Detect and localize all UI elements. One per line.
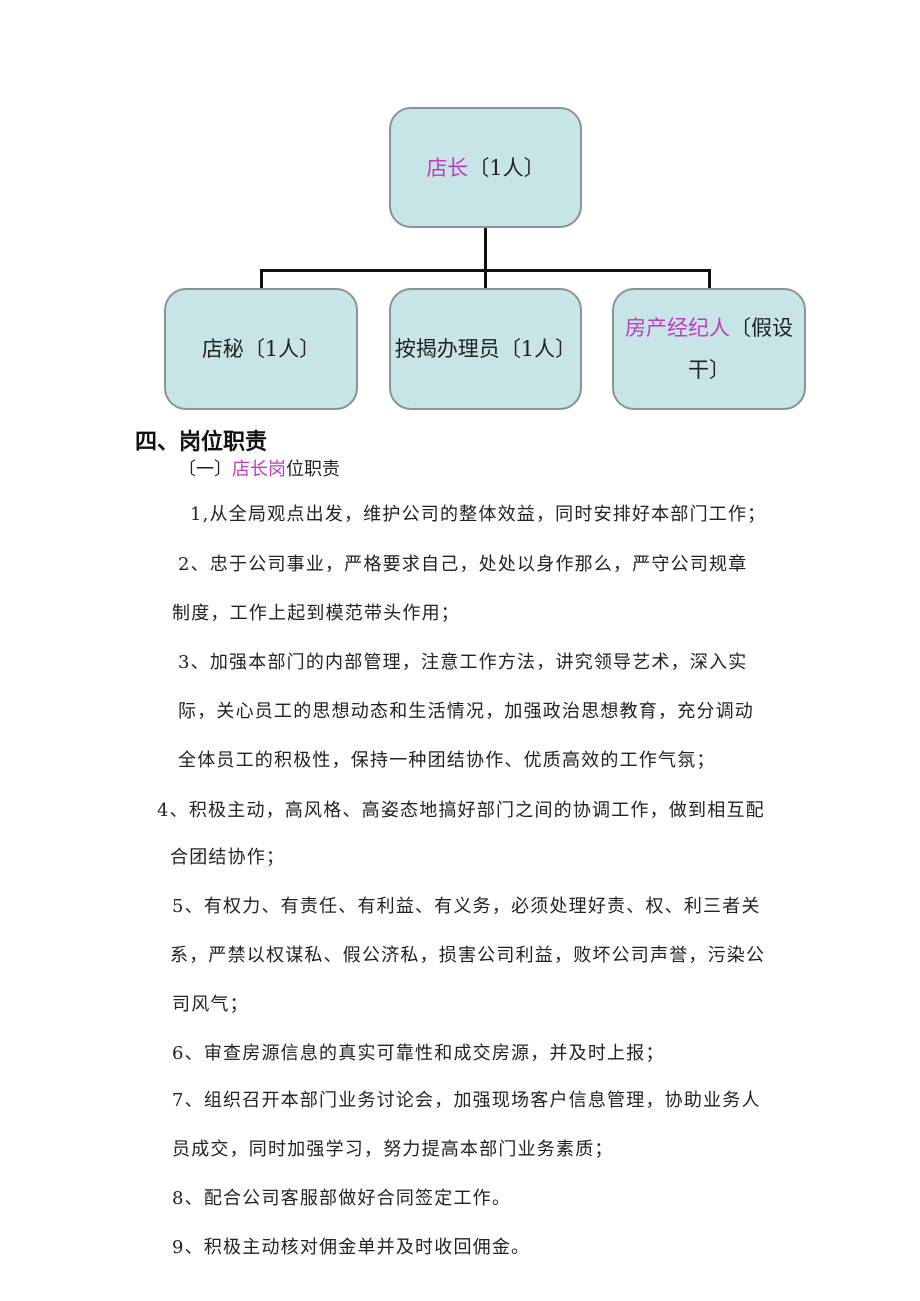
agent-count-line1: 〔假设 bbox=[730, 316, 793, 340]
connector-left bbox=[260, 269, 263, 289]
secretary-count: 〔1人〕 bbox=[243, 337, 321, 361]
mortgage-officer-title: 按揭办理员 bbox=[394, 337, 500, 361]
duty-line: 员成交，同时加强学习，努力提高本部门业务素质； bbox=[172, 1139, 614, 1160]
agent-title: 房产经纪人 bbox=[625, 316, 730, 340]
duty-line: 5、有权力、有责任、有利益、有义务，必须处理好责、权、利三者关 bbox=[172, 896, 761, 917]
duty-line: 2、忠于公司事业，严格要求自己，处处以身作那么，严守公司规章 bbox=[178, 554, 748, 575]
connector-vertical-top bbox=[484, 228, 487, 271]
subsection-suffix: 位职责 bbox=[286, 459, 340, 480]
duty-line: 8、配合公司客服部做好合同签定工作。 bbox=[172, 1188, 512, 1209]
duty-line: 3、加强本部门的内部管理，注意工作方法，讲究领导艺术，深入实 bbox=[178, 652, 748, 673]
subsection-heading: 〔一〕店长岗位职责 bbox=[178, 455, 340, 481]
section-heading: 四、岗位职责 bbox=[135, 430, 268, 455]
duty-line: 合团结协作； bbox=[170, 847, 286, 868]
duty-line: 7、组织召开本部门业务讨论会，加强现场客户信息管理，协助业务人 bbox=[172, 1090, 761, 1111]
agent-count-line2: 干〕 bbox=[688, 358, 730, 382]
duty-line: 制度，工作上起到模范带头作用； bbox=[172, 603, 460, 624]
connector-middle bbox=[484, 269, 487, 289]
store-manager-count: 〔1人〕 bbox=[468, 155, 545, 180]
duty-line: 4、积极主动，高风格、高姿态地搞好部门之间的协调工作，做到相互配 bbox=[157, 800, 765, 821]
connector-right bbox=[708, 269, 711, 289]
org-box-real-estate-agent: 房产经纪人〔假设 干〕 bbox=[612, 288, 806, 410]
duty-line: 际，关心员工的思想动态和生活情况，加强政治思想教育，充分调动 bbox=[178, 701, 754, 722]
duty-line: 9、积极主动核对佣金单并及时收回佣金。 bbox=[172, 1237, 531, 1258]
org-box-mortgage-officer: 按揭办理员〔1人〕 bbox=[389, 288, 582, 410]
org-box-store-manager: 店长〔1人〕 bbox=[389, 107, 582, 228]
duty-line: 司风气； bbox=[172, 994, 249, 1015]
mortgage-officer-count: 〔1人〕 bbox=[499, 337, 577, 361]
duty-line: 6、审查房源信息的真实可靠性和成交房源，并及时上报； bbox=[172, 1043, 665, 1064]
subsection-prefix: 〔一〕 bbox=[178, 459, 232, 480]
secretary-title: 店秘 bbox=[201, 337, 244, 361]
store-manager-title: 店长 bbox=[426, 155, 469, 180]
subsection-highlight: 店长岗 bbox=[232, 459, 286, 480]
duty-line: 系，严禁以权谋私、假公济私，损害公司利益，败坏公司声誉，污染公 bbox=[170, 945, 766, 966]
duty-line: 全体员工的积极性，保持一种团结协作、优质高效的工作气氛； bbox=[178, 750, 716, 771]
org-box-store-secretary: 店秘〔1人〕 bbox=[164, 288, 358, 410]
duty-line: 1,从全局观点出发，维护公司的整体效益，同时安排好本部门工作； bbox=[190, 504, 767, 525]
